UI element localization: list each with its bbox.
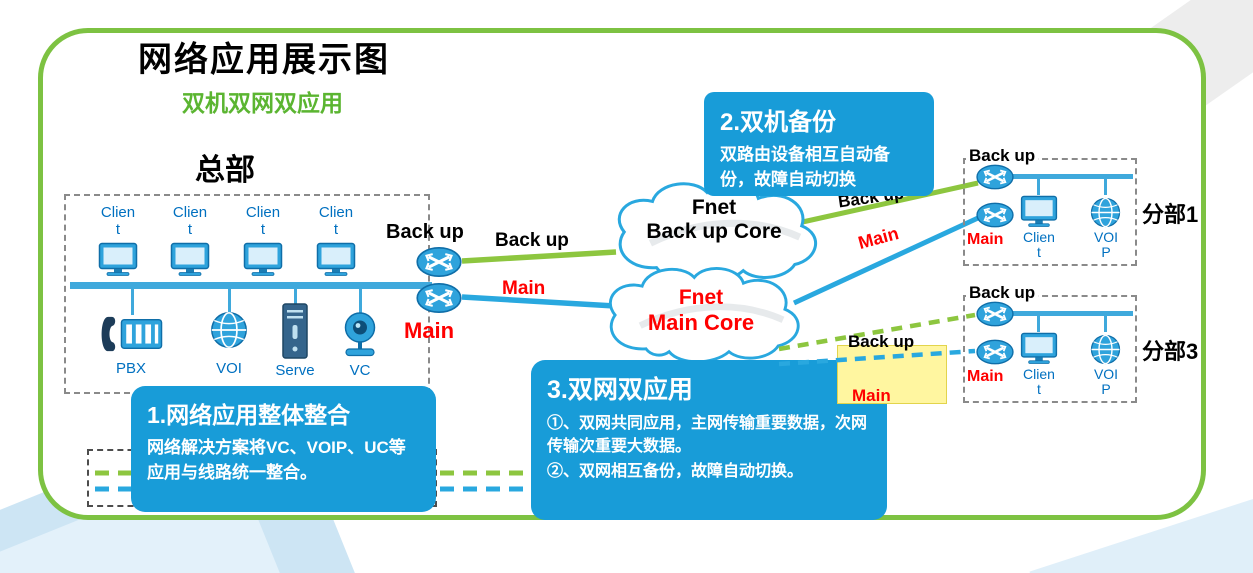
client-computer-icon	[98, 242, 138, 276]
branch3-voip-icon	[1090, 334, 1121, 365]
branch1-voip-label: VOI P	[1093, 229, 1119, 261]
cloud-name-label: Fnet	[678, 286, 724, 309]
server-stem-line	[294, 289, 297, 305]
branch3-backup-router-icon	[976, 301, 1014, 327]
cloud-watermark-swoosh	[648, 219, 802, 247]
server-label: Serve	[275, 362, 315, 379]
branch1-backup-router-icon	[976, 164, 1014, 190]
voip-stem-line	[228, 289, 231, 313]
branch3-bus-line	[1013, 311, 1133, 316]
branch1-name: 分部1	[1142, 202, 1199, 227]
hq-client-node: Clien t	[162, 204, 218, 276]
callout-2: 2.双机备份 双路由设备相互自动备份，故障自动切换	[704, 92, 934, 196]
backup-core-cloud: Fnet Back up Core	[598, 176, 830, 290]
server-tower-icon	[282, 303, 308, 359]
branch1-bus-line	[1013, 174, 1133, 179]
callout-3-body-line1: ①、双网共同应用，主网传输重要数据，次网传输次重要大数据。	[547, 415, 868, 456]
vc-label: VC	[349, 362, 371, 379]
voip-globe-icon	[210, 311, 248, 349]
voip-label: VOI	[216, 360, 242, 377]
branch3-backup-link-label: Back up	[848, 332, 915, 351]
hq-main-link-label: Main	[502, 278, 546, 299]
vc-webcam-icon	[338, 311, 382, 357]
branch3-name: 分部3	[1142, 339, 1199, 364]
branch1-client-stem	[1037, 179, 1040, 195]
branch3-backup-label: Back up	[966, 283, 1039, 303]
branch3-main-router-icon	[976, 339, 1014, 365]
branch3-client-stem	[1037, 316, 1040, 332]
callout-3-body-line2: ②、双网相互备份，故障自动切换。	[547, 463, 804, 481]
page-subtitle: 双机双网双应用	[182, 90, 343, 116]
hq-backup-router-icon	[416, 246, 462, 278]
pbx-stem-line	[131, 289, 134, 315]
cloud-role-label: Back up Core	[646, 220, 782, 243]
callout-1-title: 1.网络应用整体整合	[147, 402, 351, 428]
hq-bus-line	[70, 282, 432, 289]
callout-2-title: 2.双机备份	[720, 109, 837, 136]
client-computer-icon	[316, 242, 356, 276]
cloud-role-label: Main Core	[647, 310, 755, 335]
cloud-name-label: Fnet	[691, 196, 737, 219]
hq-main-router-icon	[416, 282, 462, 314]
hq-client-node: Clien t	[90, 204, 146, 276]
branch3-main-link-label: Main	[852, 386, 891, 405]
callout-1-body: 网络解决方案将VC、VOIP、UC等应用与线路统一整合。	[147, 438, 406, 482]
page-title: 网络应用展示图	[138, 41, 390, 79]
callout-3: 3.双网双应用 ①、双网共同应用，主网传输重要数据，次网传输次重要大数据。 ②、…	[531, 360, 887, 520]
hq-backup-router-label: Back up	[386, 221, 464, 243]
branch3-client-label: Clien t	[1023, 366, 1055, 398]
branch1-client-icon	[1019, 195, 1059, 227]
client-label: Clien t	[245, 204, 281, 238]
branch1-voip-stem	[1104, 179, 1107, 195]
hq-backup-link-label: Back up	[495, 230, 569, 251]
callout-3-title: 3.双网双应用	[547, 376, 693, 404]
vc-stem-line	[359, 289, 362, 313]
hq-client-node: Clien t	[235, 204, 291, 276]
client-label: Clien t	[172, 204, 208, 238]
branch3-client-icon	[1019, 332, 1059, 364]
branch1-main-router-icon	[976, 202, 1014, 228]
hq-client-node: Clien t	[308, 204, 364, 276]
pbx-phone-icon	[98, 313, 164, 355]
client-label: Clien t	[318, 204, 354, 238]
client-computer-icon	[170, 242, 210, 276]
branch1-backup-label: Back up	[966, 146, 1039, 166]
hq-label: 总部	[195, 154, 255, 187]
main-core-cloud: Fnet Main Core	[590, 262, 812, 370]
callout-2-body: 双路由设备相互自动备份，故障自动切换	[720, 145, 890, 189]
cloud-watermark-swoosh	[638, 303, 785, 329]
client-computer-icon	[243, 242, 283, 276]
callout-1: 1.网络应用整体整合 网络解决方案将VC、VOIP、UC等应用与线路统一整合。	[131, 386, 436, 512]
branch3-voip-label: VOI P	[1093, 366, 1119, 398]
client-label: Clien t	[100, 204, 136, 238]
branch1-client-label: Clien t	[1023, 229, 1055, 261]
pbx-label: PBX	[115, 360, 146, 377]
branch3-main-label: Main	[967, 368, 1004, 385]
hq-main-router-label: Main	[404, 318, 455, 343]
branch3-voip-stem	[1104, 316, 1107, 332]
branch1-main-label: Main	[967, 231, 1004, 248]
branch1-voip-icon	[1090, 197, 1121, 228]
